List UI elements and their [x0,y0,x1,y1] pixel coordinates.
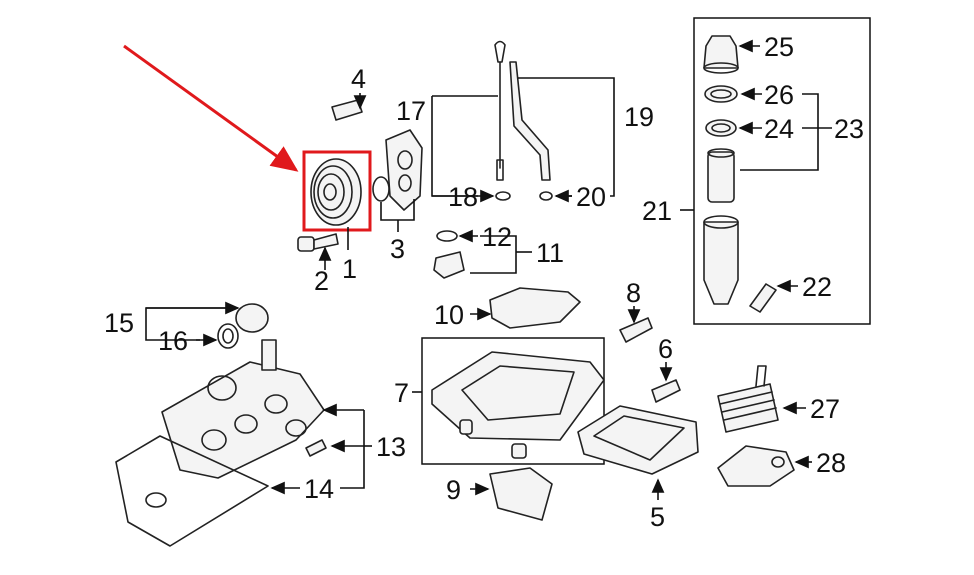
oil-pan-lower-part [577,405,699,475]
callout-21: 21 [642,196,672,226]
filter-element-part [707,148,735,203]
callout-14: 14 [304,474,334,504]
callout-20: 20 [576,182,606,212]
group-box-21 [693,17,871,325]
pulley-part [310,158,362,226]
callout-3: 3 [390,234,405,264]
dipstick-tube-part [509,61,553,201]
oil-filter-cap-part [703,35,739,74]
filter-housing-part [703,215,739,305]
valve-cover-part [161,339,325,479]
callout-23: 23 [834,114,864,144]
group-box-7 [421,337,605,465]
callout-11: 11 [536,238,564,268]
callout-16: 16 [158,326,188,356]
highlight-box [302,150,372,232]
baffle-plate-part [489,467,553,521]
callout-22: 22 [802,272,832,302]
oil-pan-upper-part [431,351,605,441]
sealant-tube-6-part [651,379,681,403]
callout-8: 8 [626,278,641,308]
oil-cooler-part [717,365,779,433]
callout-15: 15 [104,308,134,338]
callout-13: 13 [376,432,406,462]
baffle-part [489,287,581,329]
callout-1: 1 [342,254,357,284]
bolt-part [297,233,339,252]
dipstick-part [494,40,511,201]
callout-19: 19 [624,102,654,132]
callout-12: 12 [482,222,512,252]
callout-28: 28 [816,448,846,478]
oil-sensor-part [433,230,465,279]
callout-2: 2 [314,266,329,296]
callout-17: 17 [396,96,426,126]
callout-10: 10 [434,300,464,330]
callout-6: 6 [658,334,673,364]
seal-cover-part [372,129,423,211]
cooler-gasket-part [717,445,795,487]
callout-26: 26 [764,80,794,110]
cover-bolt-part [305,439,327,457]
filler-cap-part [217,303,269,349]
callout-5: 5 [650,502,665,532]
valve-cover-gasket-part [115,435,269,547]
callout-9: 9 [446,475,461,505]
sealant-tube-8-part [619,317,653,343]
seal-ring-24-part [705,119,737,137]
seal-ring-26-part [704,85,738,103]
callout-4: 4 [351,64,366,94]
sensor-22-part [749,283,777,313]
sealant-tube-part [331,99,363,121]
callout-18: 18 [448,182,478,212]
callout-25: 25 [764,32,794,62]
callout-24: 24 [764,114,794,144]
callout-27: 27 [810,394,840,424]
callout-7: 7 [394,378,409,408]
highlight-arrow [123,44,299,172]
